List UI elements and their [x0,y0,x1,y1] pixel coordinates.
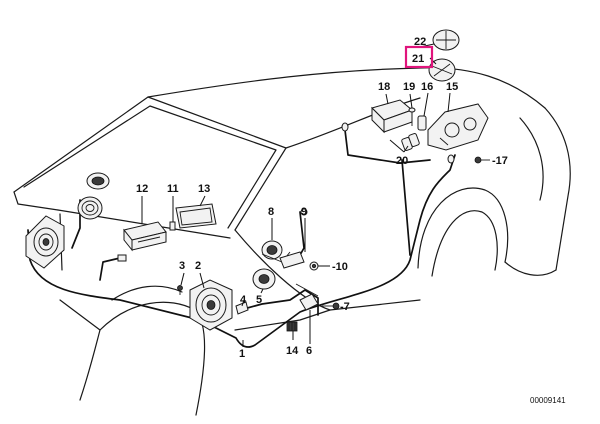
callout-3: 3 [179,260,185,272]
callout-1: 1 [239,348,245,360]
part-10-nut [309,261,319,271]
callout-2: 2 [195,260,201,272]
wiring-harness [27,129,456,348]
part-14-plug [286,321,298,332]
part-3-screw [177,285,183,295]
callout-20: 20 [396,155,408,167]
part-5-speaker [252,268,276,290]
callout-17: -17 [492,155,508,167]
part-13-cover [175,203,217,229]
callout-14: 14 [286,345,299,357]
callout-labels: 22 21 15 16 19 18 20 -17 12 11 13 8 9 3 … [136,36,508,360]
callout-4: 4 [240,294,247,306]
part-6-bracket [295,283,319,311]
callout-5: 5 [256,294,262,306]
callout-9: 9 [301,206,307,218]
part-11-clip [169,221,176,231]
part-15-housing [427,103,489,151]
part-7-screw [322,302,340,310]
callout-13: 13 [198,183,210,195]
part-20-connectors [341,122,455,164]
callout-6: 6 [306,345,312,357]
callout-22: 22 [414,36,426,48]
door-speaker-left [25,215,65,269]
part-21-grommet [428,58,456,82]
part-12-radio [123,221,167,252]
callout-15: 15 [446,81,458,93]
callout-16: 16 [421,81,433,93]
catalog-number: 00009141 [530,396,566,405]
callout-10: -10 [332,261,348,273]
part-17-screw [474,156,490,164]
tweeter-speakers [77,172,110,220]
part-2-speaker [189,279,233,331]
callout-12: 12 [136,183,148,195]
callout-7: -7 [340,301,350,313]
highlight-box-21 [404,45,434,69]
callout-11: 11 [167,183,179,195]
harness-connector [117,254,127,262]
part-22-cap [432,29,460,51]
callout-21: 21 [412,53,424,65]
part-16-connector [417,115,427,131]
part-18-module [371,99,413,134]
callout-19: 19 [403,81,415,93]
callout-8: 8 [268,206,274,218]
callout-18: 18 [378,81,390,93]
part-9-bracket [279,208,308,269]
